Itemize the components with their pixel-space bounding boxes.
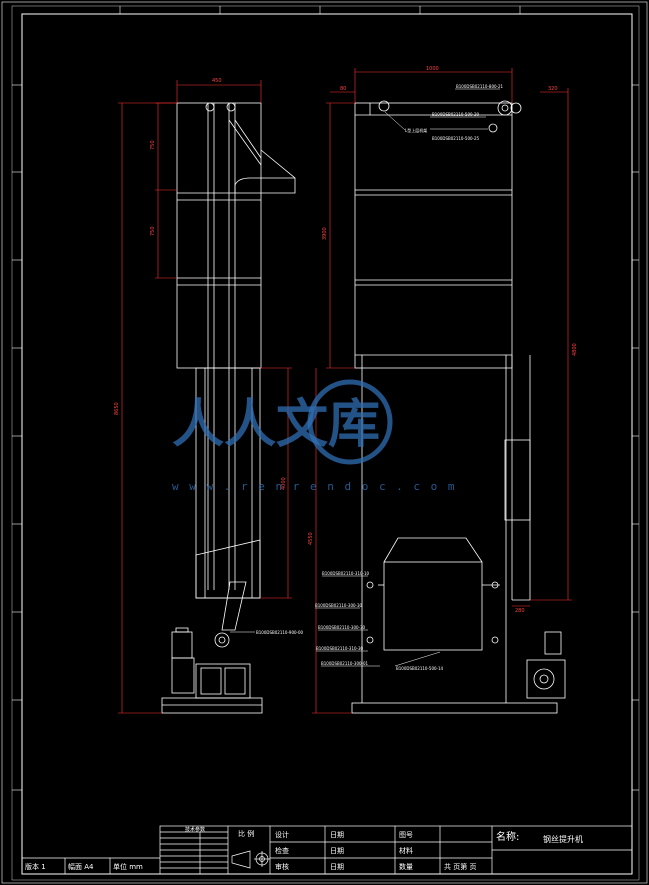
table-heading: 技术参数 bbox=[185, 826, 205, 833]
left-dimension-labels: 450 750 750 8650 4000 bbox=[114, 78, 287, 490]
note-right-part-2: B100DSB02110-500-20 bbox=[432, 112, 480, 117]
watermark-url: w w w . r e n r e n d o c . c o m bbox=[172, 480, 457, 493]
scale-label: 比 例 bbox=[238, 829, 254, 838]
note-mid-part-4: B100DSB02110-310-30 bbox=[316, 646, 364, 651]
note-right-label-1: L型上层机架 bbox=[405, 127, 427, 133]
dim-left-seg-2: 750 bbox=[150, 226, 156, 236]
dim-right-lower-height: 4550 bbox=[308, 532, 314, 545]
dim-left-top-width: 450 bbox=[212, 78, 222, 84]
title-block-labels: 技术参数 比 例 设计 检查 审核 日期 日期 日期 图号 材料 数量 共 页第… bbox=[25, 826, 583, 871]
design-label: 设计 bbox=[275, 830, 289, 839]
name-label: 名称: bbox=[496, 830, 519, 843]
right-view bbox=[351, 100, 566, 714]
right-note-labels: B100DSB02110-800-21 B100DSB02110-500-20 … bbox=[315, 84, 504, 671]
dim-right-left-offset: 80 bbox=[340, 86, 346, 92]
note-right-part-3: B100DSB02110-500-25 bbox=[432, 136, 480, 141]
dim-right-total-width: 1000 bbox=[426, 66, 439, 72]
dim-right-right-height: 4800 bbox=[572, 343, 578, 356]
quantity-label: 数量 bbox=[399, 862, 413, 871]
zone-marks bbox=[12, 6, 639, 791]
check-label: 检查 bbox=[275, 846, 289, 855]
watermark-ring bbox=[307, 379, 393, 465]
left-notes: B100DSB02110-900-00 bbox=[230, 630, 304, 635]
date-label-2: 日期 bbox=[330, 847, 344, 855]
note-left-part: B100DSB02110-900-00 bbox=[256, 630, 304, 635]
note-right-part-1: B100DSB02110-800-21 bbox=[456, 84, 504, 89]
note-mid-part-1: B100DSB02110-310-10 bbox=[322, 571, 370, 576]
sheet-size-label: 幅面 A4 bbox=[68, 862, 94, 871]
title-block bbox=[22, 825, 633, 875]
watermark-text: 人人文库 bbox=[172, 394, 380, 455]
dim-right-top-right: 320 bbox=[548, 86, 558, 92]
date-label-1: 日期 bbox=[330, 831, 344, 839]
note-box-part: B100DSB02110-500-14 bbox=[396, 666, 444, 671]
note-mid-part-3: B100DSB02110-300-30 bbox=[318, 625, 366, 630]
name-value: 钢丝提升机 bbox=[543, 834, 583, 844]
dim-left-total-height: 8650 bbox=[114, 402, 120, 415]
left-dimensions bbox=[118, 80, 292, 714]
watermark: 人人文库 w w w . r e n r e n d o c . c o m bbox=[172, 379, 457, 493]
left-view bbox=[161, 102, 296, 714]
material-label: 材料 bbox=[399, 846, 413, 855]
right-notes bbox=[315, 88, 500, 667]
drawing-no-label: 图号 bbox=[399, 831, 413, 839]
dim-left-lower-height: 4000 bbox=[281, 477, 287, 490]
sheet-label: 共 页第 页 bbox=[444, 862, 476, 871]
version-label: 版本 1 bbox=[25, 862, 46, 871]
date-label-3: 日期 bbox=[330, 863, 344, 871]
note-mid-part-5: B100DSB02110-300-01 bbox=[321, 661, 369, 666]
dim-left-seg-1: 750 bbox=[150, 140, 156, 150]
review-label: 审核 bbox=[275, 862, 289, 871]
dim-right-mid-height: 3900 bbox=[322, 227, 328, 240]
unit-label: 单位 mm bbox=[113, 862, 143, 871]
dim-right-bottom-offset: 280 bbox=[515, 608, 525, 614]
right-dimension-labels: 1000 80 320 3900 4550 4800 280 bbox=[308, 66, 578, 614]
note-mid-part-2: B100DSB02110-300-30 bbox=[315, 603, 363, 608]
right-dimensions bbox=[312, 68, 572, 714]
